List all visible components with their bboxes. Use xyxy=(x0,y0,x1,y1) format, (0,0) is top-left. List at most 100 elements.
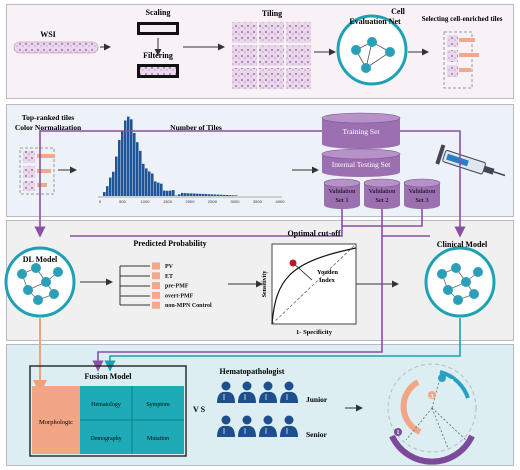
cell-eval-label-2: Evaluation Net xyxy=(349,17,401,26)
histogram-bar xyxy=(196,193,199,196)
wsi-label: WSI xyxy=(40,30,56,39)
class-label: overt-PMF xyxy=(165,293,194,299)
histogram-bar xyxy=(154,181,157,196)
youden-label-1: Youden xyxy=(317,269,338,276)
gauge-number-3: 3 xyxy=(431,394,434,400)
histogram-bar xyxy=(136,142,139,196)
histogram-bar xyxy=(139,150,142,196)
optimal-cutoff-label: Optimal cut-off xyxy=(287,229,340,238)
histogram-bars xyxy=(103,116,238,196)
training-set-label: Training Set xyxy=(342,127,380,136)
class-bracket xyxy=(119,265,150,306)
normalized-tiles-stack xyxy=(19,147,55,195)
histogram-bar xyxy=(199,193,202,196)
color-normalization-label: Color Normalization xyxy=(15,123,82,132)
tiling-label: Tiling xyxy=(262,9,282,18)
network-node xyxy=(17,269,27,279)
histogram-bar xyxy=(151,173,154,196)
person-icon xyxy=(238,415,256,437)
histogram-bar xyxy=(157,182,160,196)
class-color-box xyxy=(152,301,160,309)
network-node xyxy=(437,269,447,279)
histogram-bar xyxy=(178,194,181,196)
histogram-bar xyxy=(220,194,223,196)
person-icon xyxy=(217,381,235,403)
network-node xyxy=(31,263,41,273)
line-validation xyxy=(342,209,423,227)
validation-1-line1: Validation xyxy=(329,188,356,195)
histogram-bar xyxy=(115,156,118,196)
clinical-model-icon xyxy=(424,246,496,318)
histogram-bar xyxy=(232,195,235,196)
validation-set-3-cylinder xyxy=(403,178,441,209)
histogram-bar xyxy=(106,186,109,196)
selecting-label: Selecting cell-enriched tiles xyxy=(422,15,503,23)
predicted-probability-label: Predicted Probability xyxy=(133,239,206,248)
histogram-tick-label: 3000 xyxy=(231,199,241,204)
class-color-box xyxy=(152,262,160,270)
histogram-bar xyxy=(118,139,121,196)
dl-model-icon xyxy=(4,246,76,318)
validation-3-line2: Set 3 xyxy=(415,197,428,204)
histogram-bar xyxy=(181,192,184,196)
histogram-bar xyxy=(193,193,196,196)
youden-point xyxy=(289,259,297,267)
junior-label: Junior xyxy=(306,395,328,404)
histogram-bar xyxy=(205,194,208,196)
histogram-bar xyxy=(217,194,220,196)
histogram-bar xyxy=(148,171,151,196)
class-label: pre-PMF xyxy=(165,284,189,290)
validation-set-1-cylinder xyxy=(323,178,361,209)
line-validation xyxy=(70,209,343,237)
internal-testing-label: Internal Testing Set xyxy=(332,160,391,169)
histogram-bar xyxy=(229,195,232,196)
validation-3-line1: Validation xyxy=(409,188,436,195)
symptom-label: Symptom xyxy=(146,402,170,408)
filtering-image xyxy=(137,64,179,78)
hematology-label: Hematology xyxy=(91,402,121,408)
histogram-bar xyxy=(160,183,163,196)
network-node xyxy=(23,285,33,295)
selected-tiles-stack xyxy=(443,31,479,89)
person-icon xyxy=(217,415,235,437)
histogram-bar xyxy=(145,168,148,196)
class-color-box xyxy=(152,291,160,299)
person-icon xyxy=(238,381,256,403)
hematopathologist-persons xyxy=(217,381,298,437)
morphologic-label: Morphologic xyxy=(39,419,73,426)
senior-label: Senior xyxy=(306,430,328,439)
histogram-bar xyxy=(124,120,127,196)
network-node xyxy=(451,263,461,273)
histogram-tick-label: 4000 xyxy=(276,199,286,204)
network-node xyxy=(41,277,51,287)
gauge-number-1: 1 xyxy=(397,430,400,436)
histogram-bar xyxy=(103,192,106,196)
histogram-bar xyxy=(208,194,211,196)
histogram-tick-label: 1000 xyxy=(141,199,151,204)
histogram-bar xyxy=(133,132,136,196)
histogram-bar xyxy=(187,193,190,196)
tile-grid xyxy=(232,22,311,89)
person-icon xyxy=(280,381,298,403)
network-node xyxy=(49,289,59,299)
histogram-bar xyxy=(226,195,229,196)
network-node xyxy=(473,267,483,277)
histogram-bar xyxy=(163,190,166,196)
histogram-tick-label: 2000 xyxy=(186,199,196,204)
person-icon xyxy=(259,415,277,437)
class-label: PV xyxy=(165,264,174,270)
class-label: ET xyxy=(165,274,173,280)
arrow-clinical-to-fusion xyxy=(104,318,461,372)
person-icon xyxy=(259,381,277,403)
wsi-slide xyxy=(13,41,99,54)
histogram-bar xyxy=(235,195,238,196)
hematopathologist-label: Hematopathologist xyxy=(220,367,285,376)
histogram-bar xyxy=(121,131,124,196)
histogram-tick-label: 2500 xyxy=(208,199,218,204)
histogram-bar xyxy=(175,195,178,196)
histogram-bar xyxy=(214,194,217,196)
histogram-bar xyxy=(169,190,172,196)
